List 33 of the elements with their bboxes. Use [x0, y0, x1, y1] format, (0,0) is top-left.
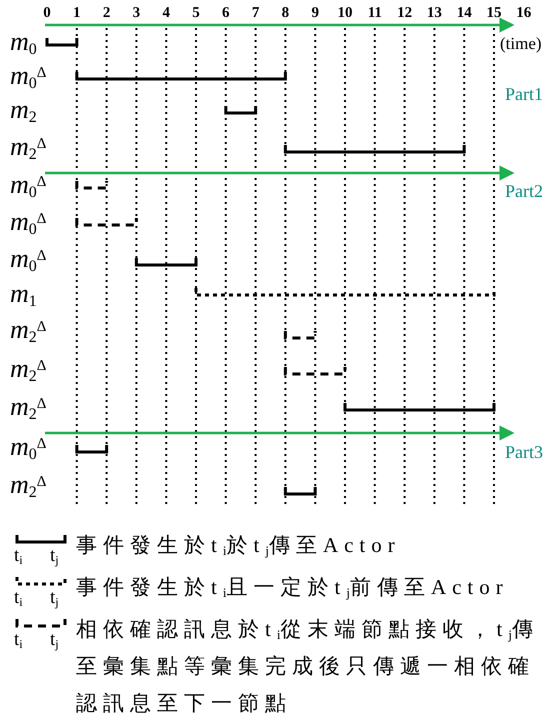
time-symbol: t$_{i}$: [14, 546, 23, 565]
legend-text: 事件發生於t$_{i}$於t$_{j}$傳至Actor: [76, 532, 402, 560]
time-symbol: t$_{j}$: [50, 588, 59, 607]
tick-label: 10: [338, 6, 352, 21]
part-label: Part3: [505, 443, 543, 461]
tick-label: 16: [516, 6, 532, 21]
tick-label: 11: [368, 6, 382, 21]
tick-label: 14: [456, 6, 472, 21]
time-symbol: t$_{j}$: [50, 630, 59, 649]
time-symbol: t$_{j}$: [50, 546, 59, 565]
tick-label: 9: [311, 6, 319, 21]
part-label: Part1: [505, 85, 543, 103]
legend-text: 事件發生於t$_{i}$且一定於t$_{j}$前傳至Actor: [76, 574, 510, 602]
tick-label: 15: [486, 6, 502, 21]
axis-label: (time): [500, 35, 542, 52]
part-label: Part2: [505, 182, 543, 200]
tick-label: 0: [43, 6, 51, 21]
legend-text: 相依確認訊息於t$_{i}$從末端節點接收，t$_{j}$傳至彙集點等彙集完成後只傳遞一相依確認訊息至下一節點: [76, 616, 540, 717]
time-symbol: t$_{i}$: [14, 630, 23, 649]
message-label: m$_{1}$: [10, 281, 37, 307]
tick-label: 2: [102, 6, 110, 21]
tick-label: 12: [397, 6, 412, 21]
tick-label: 13: [426, 6, 442, 21]
message-label: m$_{0}$: [10, 29, 37, 55]
tick-label: 3: [132, 6, 140, 21]
tick-label: 6: [222, 6, 230, 21]
time-symbol: t$_{i}$: [14, 588, 23, 607]
message-label: m$_{2}$: [10, 97, 37, 123]
tick-label: 7: [252, 6, 260, 21]
tick-label: 4: [162, 6, 170, 21]
tick-label: 8: [282, 6, 290, 21]
tick-label: 5: [192, 6, 200, 21]
tick-label: 1: [73, 6, 81, 21]
